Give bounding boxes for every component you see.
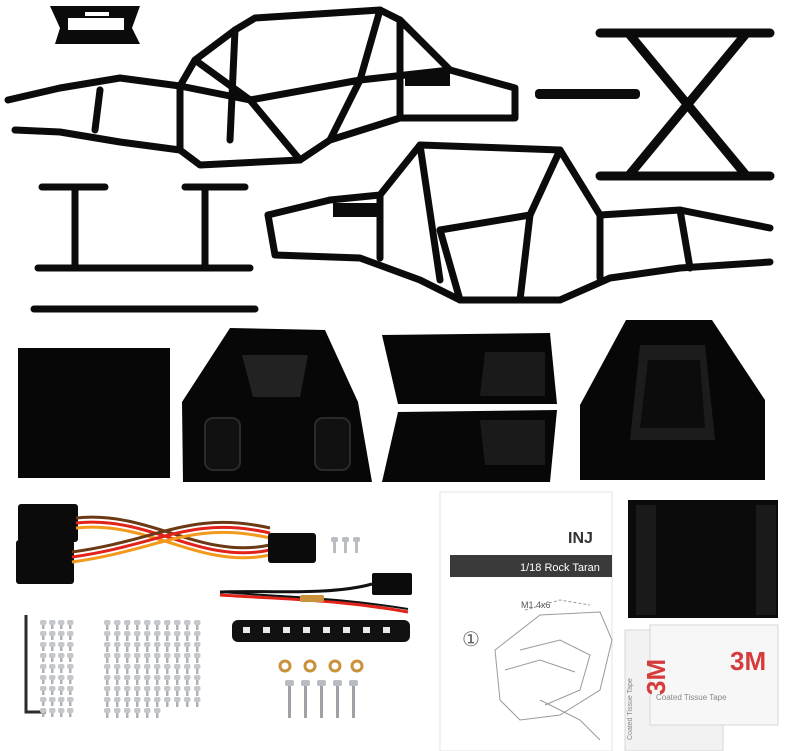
manual-step-number: ① bbox=[462, 629, 480, 651]
servo-plug-right bbox=[268, 533, 316, 563]
screw-assortment bbox=[40, 620, 201, 718]
roll-cage-left bbox=[4, 6, 519, 169]
black-sheet-panel bbox=[628, 500, 778, 618]
flat-panel bbox=[18, 348, 170, 478]
side-panel-lower bbox=[382, 410, 557, 482]
hex-key-tool bbox=[24, 615, 46, 714]
loose-screws bbox=[331, 537, 360, 553]
led-light-bar bbox=[219, 573, 412, 642]
manual-screw-spec: M1.4x6 bbox=[521, 600, 551, 610]
x-brace bbox=[595, 28, 775, 181]
servo-plug-upper bbox=[18, 504, 78, 542]
bumper-bars bbox=[30, 183, 259, 313]
manual-brand: INJ bbox=[568, 530, 593, 547]
tape-caption-back: Coated Tissue Tape bbox=[627, 678, 634, 740]
tape-caption: Coated Tissue Tape bbox=[656, 693, 727, 702]
top-bracket bbox=[50, 6, 140, 44]
engine-cover-panel bbox=[580, 320, 765, 480]
servo-wires bbox=[16, 504, 316, 584]
side-panel-upper bbox=[382, 333, 557, 404]
instruction-manual: INJ 1/18 Rock Taran M1.4x6 ① bbox=[439, 491, 613, 751]
double-sided-tape: 3M 3M Coated Tissue Tape Coated Tissue T… bbox=[624, 624, 779, 751]
brass-nuts bbox=[278, 659, 364, 673]
cage-left-mount bbox=[405, 72, 450, 86]
servo-plug-lower bbox=[16, 540, 74, 584]
small-bar bbox=[535, 89, 640, 99]
manual-diagram bbox=[494, 599, 613, 741]
cage-right-mount bbox=[333, 203, 381, 217]
manual-model-line: 1/18 Rock Taran bbox=[520, 562, 600, 574]
tape-logo-front: 3M bbox=[730, 646, 766, 676]
tape-logo-back: 3M bbox=[641, 659, 671, 695]
hood-panel bbox=[182, 328, 372, 482]
long-screws bbox=[285, 680, 358, 718]
roll-cage-right bbox=[264, 141, 774, 304]
